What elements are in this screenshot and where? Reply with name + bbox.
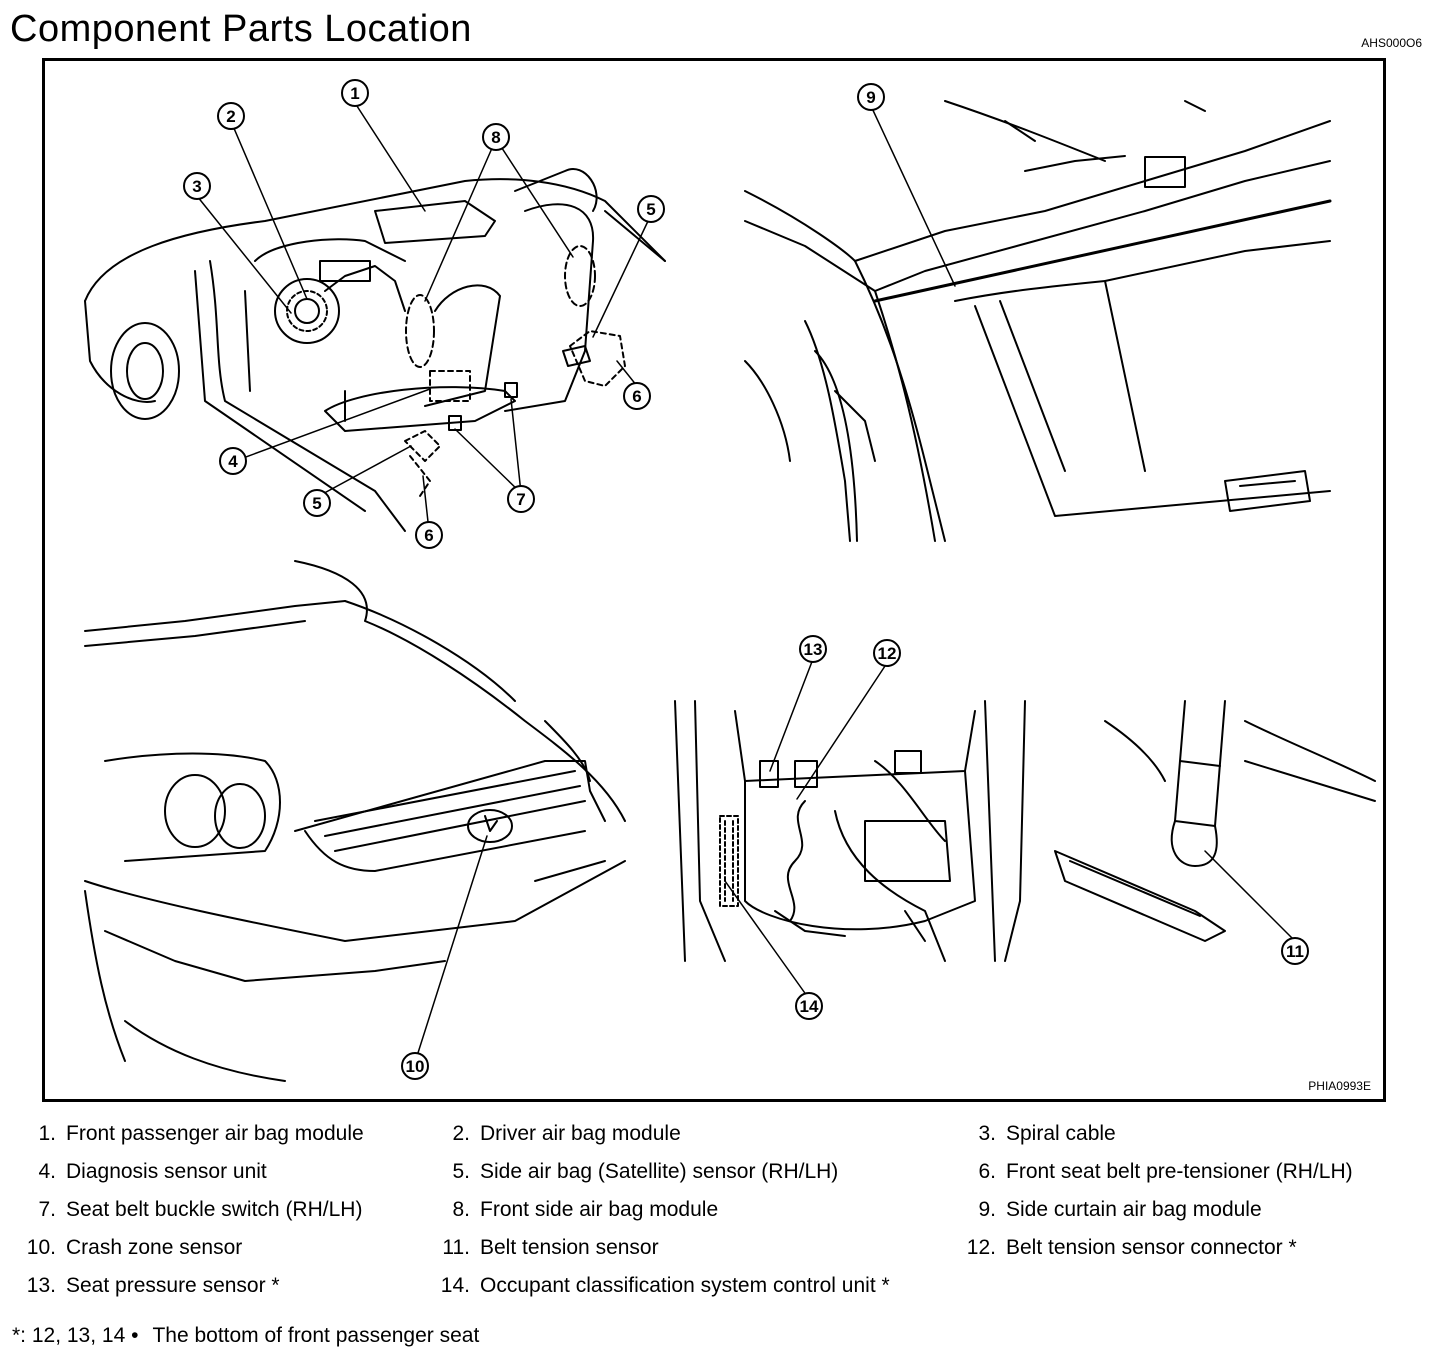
svg-text:6: 6 [424,526,433,545]
callout-6a: 6 [415,521,443,549]
svg-text:5: 5 [646,200,655,219]
svg-text:6: 6 [632,387,641,406]
legend-item: 1.Front passenger air bag module [38,1122,364,1145]
legend-item: 4.Diagnosis sensor unit [38,1160,267,1183]
footnote: *: 12, 13, 14 • The bottom of front passe… [12,1324,479,1348]
legend-item: 13.Seat pressure sensor * [26,1274,280,1297]
callout-3: 3 [183,172,211,200]
legend-item: 8.Front side air bag module [452,1198,719,1221]
svg-text:8: 8 [491,128,500,147]
legend-item: 6.Front seat belt pre-tensioner (RH/LH) [978,1160,1353,1183]
svg-text:11: 11 [1286,942,1304,961]
reference-code: AHS000O6 [1361,36,1422,50]
legend-item: 5.Side air bag (Satellite) sensor (RH/LH… [452,1160,839,1183]
callout-10: 10 [401,1052,429,1080]
legend-item: 3.Spiral cable [978,1122,1116,1145]
callout-5b: 5 [637,195,665,223]
legend-item: 2.Driver air bag module [452,1122,681,1145]
callouts: 1 2 3 4 5 5 6 6 7 7 8 9 10 11 12 13 14 [183,79,1309,1080]
svg-text:3: 3 [192,177,201,196]
svg-text:1: 1 [350,84,359,103]
figure-code: PHIA0993E [1308,1079,1371,1093]
callout-11: 11 [1281,937,1309,965]
page-title: Component Parts Location [10,8,472,50]
callout-1: 1 [341,79,369,107]
legend-item: 14.Occupant classification system contro… [440,1274,890,1297]
svg-text:12: 12 [878,644,897,663]
curtain-airbag-illustration [744,100,1332,542]
callout-6b: 6 [623,382,651,410]
callout-12: 12 [873,639,901,667]
svg-text:14: 14 [800,997,819,1016]
callout-13: 13 [799,635,827,663]
svg-text:2: 2 [226,107,235,126]
footnote-text: The bottom of front passenger seat [152,1324,480,1347]
diagram-frame: 1 2 3 4 5 5 6 6 7 7 8 9 10 11 12 13 14 P… [42,58,1386,1102]
callout-14: 14 [795,992,823,1020]
svg-text:9: 9 [866,88,875,107]
belt-sensor-illustration [1054,700,1376,942]
leader-lines [196,102,1296,1057]
callout-8: 8 [482,123,510,151]
svg-text:7: 7 [516,490,525,509]
legend-item: 11.Belt tension sensor [442,1236,659,1259]
svg-text:10: 10 [406,1057,425,1076]
svg-text:4: 4 [228,452,238,471]
interior-illustration [84,168,666,532]
callout-5a: 5 [303,489,331,517]
callout-4: 4 [219,447,247,475]
legend-item: 10.Crash zone sensor [26,1236,243,1259]
legend-item: 12.Belt tension sensor connector * [966,1236,1297,1259]
legend-item: 9.Side curtain air bag module [978,1198,1262,1221]
legend-item: 7.Seat belt buckle switch (RH/LH) [38,1198,363,1221]
footnote-marker: *: 12, 13, 14 • [12,1324,139,1347]
svg-text:5: 5 [312,494,321,513]
diagram-svg: 1 2 3 4 5 5 6 6 7 7 8 9 10 11 12 13 14 [84,79,1376,1082]
svg-text:13: 13 [804,640,823,659]
callout-9: 9 [857,83,885,111]
seat-underside-illustration [674,700,1026,962]
car-front-illustration [84,560,626,1082]
callout-7a: 7 [507,485,535,513]
callout-2: 2 [217,102,245,130]
